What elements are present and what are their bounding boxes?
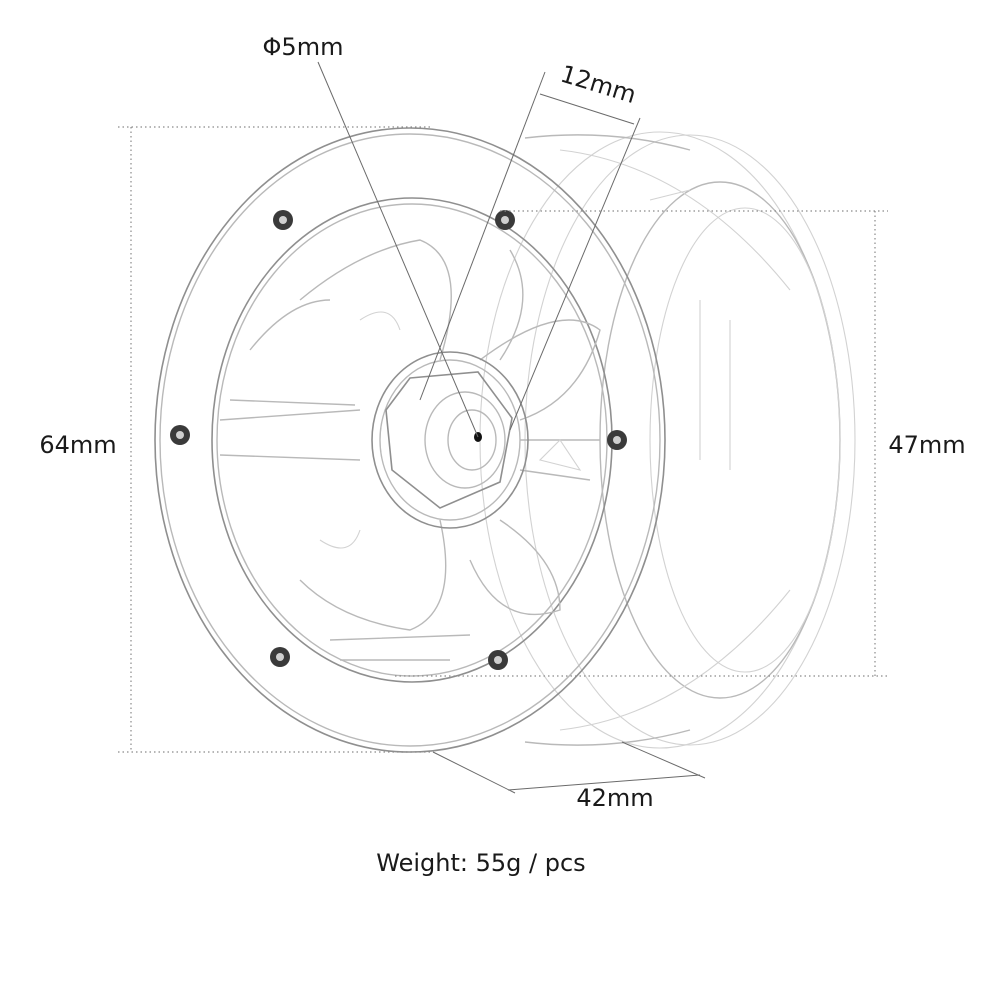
wheel-back-rim — [479, 131, 856, 749]
dim-shaft-hole-label: Φ5mm — [263, 33, 344, 61]
bolt — [488, 650, 508, 670]
dim-inner-diameter: 47mm — [395, 210, 966, 677]
wheel-hub — [371, 351, 529, 529]
dim-outer-diameter-label: 64mm — [39, 431, 116, 459]
bolt — [170, 425, 190, 445]
wheel-spokes — [219, 239, 601, 661]
dim-shaft-hole: Φ5mm — [263, 33, 479, 438]
bolt — [273, 210, 293, 230]
weight-note: Weight: 55g / pcs — [376, 849, 585, 877]
dim-total-width-label: 42mm — [576, 784, 653, 812]
bolt — [607, 430, 627, 450]
dim-total-width: 42mm — [432, 741, 706, 812]
wheel-illustration — [154, 127, 856, 753]
dim-hub-width-label: 12mm — [557, 60, 639, 109]
bolt — [270, 647, 290, 667]
bolt — [495, 210, 515, 230]
dim-inner-diameter-label: 47mm — [888, 431, 965, 459]
wheel-beadlock-ring — [154, 127, 666, 753]
dim-outer-diameter: 64mm — [39, 126, 430, 753]
wheel-bolts — [170, 210, 627, 670]
